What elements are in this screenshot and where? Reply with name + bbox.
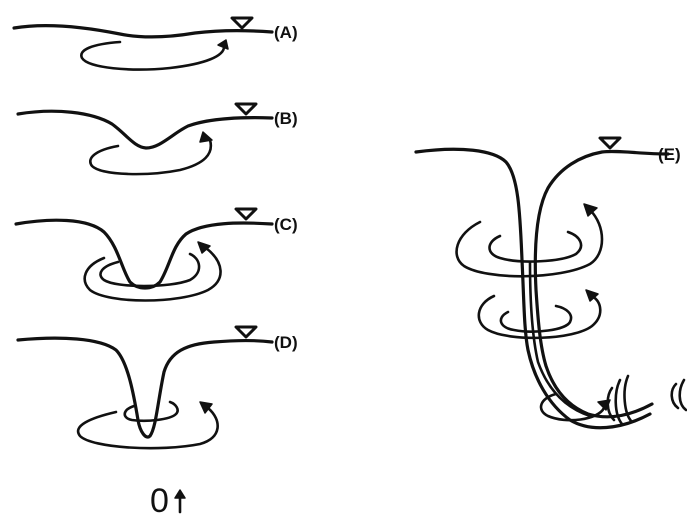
circulation-arrow-e2 <box>585 289 599 302</box>
free-surface-b <box>16 109 274 150</box>
free-surface-e-left <box>414 147 652 430</box>
circulation-inner-c <box>99 252 201 288</box>
circulation-lower-e3 <box>539 392 606 422</box>
water-level-marker-b <box>234 102 258 116</box>
free-surface-d <box>16 336 274 439</box>
circulation-b <box>89 138 213 176</box>
water-level-marker-e <box>598 136 622 150</box>
label-b: (B) <box>274 109 298 128</box>
vortex-core-e <box>528 260 592 418</box>
circulation-arrow-d <box>199 401 213 414</box>
stage-d: (D) <box>16 325 298 450</box>
down-arrow-head <box>174 489 186 499</box>
circulation-arrow-e1 <box>583 203 598 217</box>
circulation-a <box>80 40 226 71</box>
free-surface-c <box>14 218 274 290</box>
swirl-marks-e <box>606 374 634 426</box>
circulation-inner-e1 <box>488 230 583 263</box>
stage-a: (A) <box>12 16 298 71</box>
free-surface-a <box>12 23 274 39</box>
bottom-marker: 0 <box>150 482 186 520</box>
swirl-marks-edge-e <box>670 378 687 412</box>
label-e: (E) <box>658 145 681 164</box>
stage-b: (B) <box>16 102 298 176</box>
circulation-outer-d <box>76 406 219 450</box>
stage-e: (E) <box>414 136 687 430</box>
label-a: (A) <box>274 23 298 42</box>
water-level-marker-d <box>234 325 258 339</box>
circulation-outer-c <box>83 246 222 302</box>
circulation-inner-d <box>123 400 179 423</box>
stage-c: (C) <box>14 207 298 302</box>
label-d: (D) <box>274 333 298 352</box>
water-level-marker-a <box>230 16 254 30</box>
circulation-outer-e2 <box>477 294 602 340</box>
circulation-inner-e2 <box>499 304 573 333</box>
bottom-mark-text: 0 <box>150 482 169 520</box>
water-level-marker-c <box>234 207 258 221</box>
circulation-arrow-b <box>199 131 213 143</box>
label-c: (C) <box>274 215 298 234</box>
circulation-arrow-a <box>217 39 229 50</box>
circulation-arrow-c <box>197 241 211 254</box>
free-surface-e-right <box>533 149 670 419</box>
circulation-outer-e1 <box>455 208 604 278</box>
